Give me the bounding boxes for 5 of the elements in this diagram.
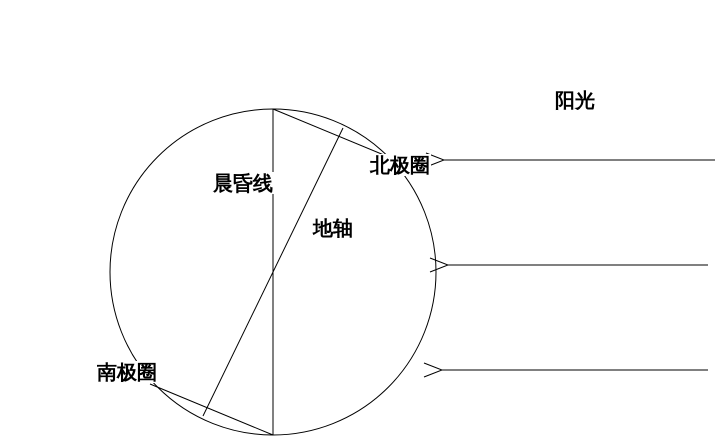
sunlight-label: 阳光 <box>554 89 596 111</box>
antarctic-circle-label: 南极圈 <box>96 361 158 383</box>
terminator-label: 晨昏线 <box>212 172 274 194</box>
arctic-circle-label: 北极圈 <box>369 154 431 176</box>
axis-label: 地轴 <box>312 217 354 239</box>
